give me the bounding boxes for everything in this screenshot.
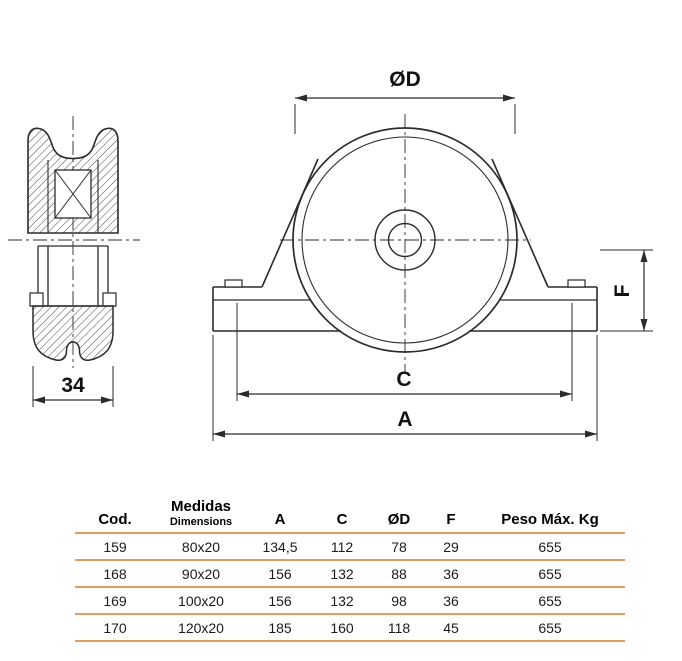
dim-34-label: 34 [61, 374, 85, 397]
cell-d: 98 [391, 592, 407, 609]
bolt-tab-left [224, 279, 243, 288]
cell-f: 36 [443, 565, 459, 582]
header-f: F [446, 511, 456, 528]
dim-a-label: A [397, 408, 412, 431]
cell-c: 112 [330, 538, 354, 555]
cell-peso: 655 [538, 619, 562, 636]
cell-medidas: 90x20 [181, 565, 221, 582]
bore-circle [387, 222, 423, 258]
front-dim-a: A [212, 335, 598, 441]
front-view [212, 127, 598, 353]
side-foot-right [102, 292, 117, 307]
cell-c: 132 [330, 592, 354, 609]
table-row: 170 120x20 185 160 118 45 655 [75, 615, 625, 642]
side-dim-34: 34 [32, 366, 114, 407]
header-medidas: Medidas Dimensions [155, 488, 247, 532]
cell-a: 134,5 [262, 538, 298, 555]
front-dim-f: F [600, 249, 653, 332]
cell-a: 156 [268, 565, 292, 582]
cell-a: 185 [268, 619, 292, 636]
header-peso: Peso Máx. Kg [501, 511, 599, 528]
header-d: ØD [387, 511, 411, 528]
cell-medidas: 80x20 [181, 538, 221, 555]
cell-cod: 169 [103, 592, 127, 609]
wheel-inner-circle [301, 136, 509, 344]
cell-f: 45 [443, 619, 459, 636]
cell-d: 78 [391, 538, 407, 555]
cell-medidas: 100x20 [178, 592, 224, 609]
cell-peso: 655 [538, 565, 562, 582]
front-dim-c: C [236, 303, 573, 401]
header-c: C [336, 511, 348, 528]
cell-c: 132 [330, 565, 354, 582]
cell-medidas: 120x20 [178, 619, 224, 636]
side-view [27, 127, 119, 362]
bolt-tab-right [567, 279, 586, 288]
spec-table: Cod. Medidas Dimensions A C ØD F Peso Má… [75, 488, 625, 642]
cell-cod: 168 [103, 565, 127, 582]
table-row: 159 80x20 134,5 112 78 29 655 [75, 534, 625, 561]
cell-d: 88 [391, 565, 407, 582]
wheel-outer-circle [292, 127, 518, 353]
dim-f-label: F [611, 284, 634, 297]
technical-drawing: 34 ØD F [8, 68, 653, 441]
cell-d: 118 [387, 619, 411, 636]
cell-f: 29 [443, 538, 459, 555]
cell-a: 156 [268, 592, 292, 609]
table-header-row: Cod. Medidas Dimensions A C ØD F Peso Má… [75, 488, 625, 534]
cell-cod: 159 [103, 538, 127, 555]
front-dim-diameter: ØD [294, 68, 516, 134]
header-a: A [274, 511, 286, 528]
dim-c-label: C [396, 368, 411, 391]
table-row: 169 100x20 156 132 98 36 655 [75, 588, 625, 615]
cell-cod: 170 [103, 619, 127, 636]
table-row: 168 90x20 156 132 88 36 655 [75, 561, 625, 588]
dim-d-label: ØD [389, 68, 421, 91]
cell-f: 36 [443, 592, 459, 609]
cell-peso: 655 [538, 592, 562, 609]
cell-peso: 655 [538, 538, 562, 555]
header-cod: Cod. [98, 511, 132, 528]
header-dimensions-sub: Dimensions [169, 516, 233, 528]
header-medidas-main: Medidas [170, 498, 231, 515]
side-foot-left [29, 292, 44, 307]
hub-circle [374, 209, 436, 271]
cell-c: 160 [330, 619, 354, 636]
side-bottom-rim-section [32, 305, 114, 362]
